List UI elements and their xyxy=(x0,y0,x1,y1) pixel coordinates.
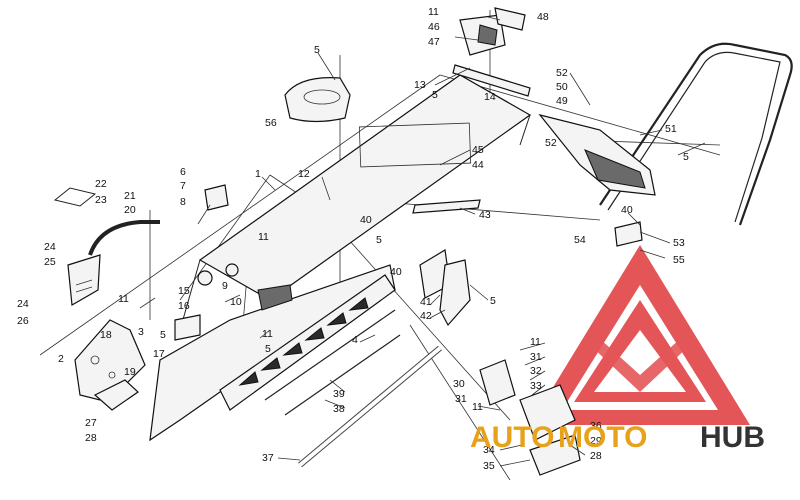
label-46: 46 xyxy=(428,21,440,33)
label-20: 20 xyxy=(124,204,136,216)
label-54: 54 xyxy=(574,234,586,246)
watermark-logo-icon xyxy=(530,245,750,425)
label-1: 1 xyxy=(255,168,261,180)
taillight-housing xyxy=(538,113,656,196)
label-41: 41 xyxy=(420,296,432,308)
label-34: 34 xyxy=(483,444,495,456)
label-28a: 28 xyxy=(85,432,97,444)
label-26: 26 xyxy=(17,315,29,327)
label-6: 6 xyxy=(180,166,186,178)
label-44: 44 xyxy=(472,159,484,171)
label-24b: 24 xyxy=(17,298,29,310)
label-5b: 5 xyxy=(432,89,438,101)
label-16: 16 xyxy=(178,300,190,312)
misc-brackets xyxy=(174,184,643,341)
shafts xyxy=(264,309,442,468)
label-40b: 40 xyxy=(390,266,402,278)
label-30: 30 xyxy=(453,378,465,390)
seat-pad xyxy=(284,77,351,123)
front-bracket xyxy=(74,319,146,401)
rear-top-bracket xyxy=(459,7,526,56)
label-48: 48 xyxy=(537,11,549,23)
label-5g: 5 xyxy=(265,343,271,355)
watermark-part3: HUB xyxy=(700,421,765,454)
label-50: 50 xyxy=(556,81,568,93)
label-15: 15 xyxy=(178,285,190,297)
label-2: 2 xyxy=(58,353,64,365)
label-11e: 11 xyxy=(530,336,541,348)
label-29: 29 xyxy=(590,435,602,447)
label-36: 36 xyxy=(590,420,602,432)
label-28b: 28 xyxy=(590,450,602,462)
label-17: 17 xyxy=(153,348,165,360)
label-11d: 11 xyxy=(262,328,273,340)
label-31a: 31 xyxy=(530,351,542,363)
label-5f: 5 xyxy=(160,329,166,341)
label-11b: 11 xyxy=(258,231,269,243)
label-11c: 11 xyxy=(118,293,129,305)
watermark-part2: MOTO xyxy=(558,421,647,454)
footrest-frame xyxy=(149,264,396,442)
label-18: 18 xyxy=(100,329,112,341)
label-13: 13 xyxy=(414,79,426,91)
label-52b: 52 xyxy=(545,137,557,149)
label-7: 7 xyxy=(180,180,186,192)
label-22: 22 xyxy=(95,178,107,190)
label-8: 8 xyxy=(180,196,186,208)
label-51: 51 xyxy=(665,123,677,135)
label-33: 33 xyxy=(530,380,542,392)
label-47: 47 xyxy=(428,36,440,48)
label-23: 23 xyxy=(95,194,107,206)
label-40c: 40 xyxy=(621,204,633,216)
label-21: 21 xyxy=(124,190,136,202)
rear-bumper xyxy=(599,42,793,226)
label-37: 37 xyxy=(262,452,274,464)
label-5d: 5 xyxy=(376,234,382,246)
label-52a: 52 xyxy=(556,67,568,79)
side-brace xyxy=(419,249,471,327)
label-19: 19 xyxy=(124,366,136,378)
handle-tube xyxy=(53,187,160,256)
label-14: 14 xyxy=(484,91,496,103)
snow-flap xyxy=(67,254,101,306)
side-step xyxy=(479,359,581,476)
label-38: 38 xyxy=(333,403,345,415)
leader-lines xyxy=(139,16,706,467)
label-4: 4 xyxy=(352,334,358,346)
label-56: 56 xyxy=(265,117,277,129)
label-39: 39 xyxy=(333,388,345,400)
label-25: 25 xyxy=(44,256,56,268)
label-5a: 5 xyxy=(314,44,320,56)
label-11a: 11 xyxy=(428,6,439,18)
watermark-part1: AUTO xyxy=(470,421,554,454)
label-32: 32 xyxy=(530,365,542,377)
watermark-text: AUTO MOTO HUB xyxy=(470,421,765,454)
rear-rail-bar xyxy=(452,64,531,97)
label-3: 3 xyxy=(138,326,144,338)
label-40a: 40 xyxy=(360,214,372,226)
label-12: 12 xyxy=(298,168,310,180)
cross-brace xyxy=(412,199,481,214)
callout-labels: 1 2 3 4 5 5 5 5 5 5 5 6 7 8 9 10 11 11 1… xyxy=(17,6,689,472)
label-43: 43 xyxy=(479,209,491,221)
label-42: 42 xyxy=(420,310,432,322)
label-9: 9 xyxy=(222,280,228,292)
label-11f: 11 xyxy=(472,401,483,413)
footrest-pad xyxy=(93,379,139,411)
label-55: 55 xyxy=(673,254,685,266)
label-49: 49 xyxy=(556,95,568,107)
label-5e: 5 xyxy=(490,295,496,307)
label-45: 45 xyxy=(472,144,484,156)
label-31b: 31 xyxy=(455,393,467,405)
label-10: 10 xyxy=(230,296,242,308)
label-24a: 24 xyxy=(44,241,56,253)
label-35: 35 xyxy=(483,460,495,472)
label-5c: 5 xyxy=(683,151,689,163)
label-53: 53 xyxy=(673,237,685,249)
label-27: 27 xyxy=(85,417,97,429)
